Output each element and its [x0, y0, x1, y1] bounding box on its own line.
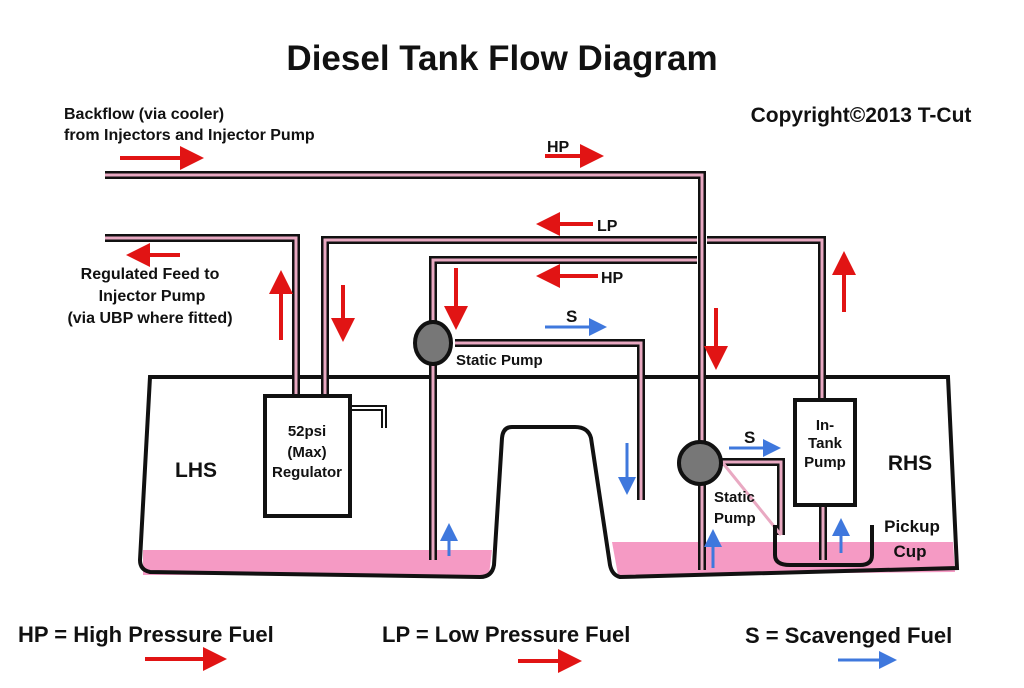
intank-label-1: In- [816, 417, 834, 434]
static-pump-left-icon [413, 320, 453, 366]
hp-mid-label: HP [601, 270, 624, 287]
pickup-label-2: Cup [893, 542, 926, 561]
rhs-label: RHS [888, 452, 932, 475]
intank-label-2: Tank [808, 435, 843, 452]
s-right-label: S [744, 428, 755, 447]
pipes [105, 171, 827, 570]
feed-label-line1: Regulated Feed to [81, 266, 220, 283]
legend-lp-label: LP = Low Pressure Fuel [382, 622, 630, 647]
legend-s-label: S = Scavenged Fuel [745, 623, 952, 648]
lhs-label: LHS [175, 459, 217, 482]
static-pump-right-icon [677, 440, 723, 486]
hp-top-label: HP [547, 139, 570, 156]
legend: HP = High Pressure Fuel LP = Low Pressur… [18, 622, 952, 673]
regulator-label-2: (Max) [287, 444, 326, 461]
in-tank-pump-box: In- Tank Pump [793, 398, 857, 507]
fuel-level-rhs [612, 542, 955, 575]
flow-arrows [120, 144, 856, 568]
feed-label-line2: Injector Pump [99, 288, 206, 305]
regulator-label-3: Regulator [272, 464, 342, 481]
s-mid-label: S [566, 307, 577, 326]
legend-hp-label: HP = High Pressure Fuel [18, 622, 274, 647]
static-pump-right-label-2: Pump [714, 510, 756, 527]
tank [137, 375, 960, 580]
pickup-cup [773, 525, 874, 567]
pickup-label-1: Pickup [884, 517, 940, 536]
intank-label-3: Pump [804, 454, 846, 471]
backflow-label-line2: from Injectors and Injector Pump [64, 127, 315, 144]
static-pump-left-label: Static Pump [456, 352, 543, 369]
fuel-level-lhs [143, 550, 492, 575]
lp-label: LP [597, 218, 618, 235]
regulator-box: 52psi (Max) Regulator [263, 394, 352, 518]
static-pump-right-label-1: Static [714, 489, 755, 506]
copyright-notice: Copyright©2013 T-Cut [751, 104, 972, 127]
diagram-title: Diesel Tank Flow Diagram [286, 39, 717, 78]
backflow-label-line1: Backflow (via cooler) [64, 106, 224, 123]
regulator-label-1: 52psi [288, 423, 326, 440]
feed-label-line3: (via UBP where fitted) [67, 310, 232, 327]
